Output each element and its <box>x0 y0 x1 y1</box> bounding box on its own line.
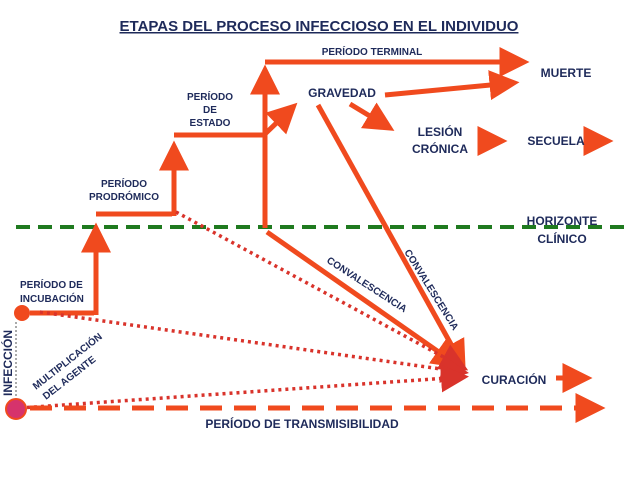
infection-point-icon <box>5 398 27 420</box>
convalescencia-arrow-1 <box>265 229 463 369</box>
diagram-title: ETAPAS DEL PROCESO INFECCIOSO EN EL INDI… <box>120 18 519 35</box>
prodromic-label-2: PRODRÓMICO <box>89 190 159 203</box>
gravedad-label: GRAVEDAD <box>308 86 376 100</box>
muerte-label: MUERTE <box>541 66 592 80</box>
to-muerte-arrow <box>384 70 520 101</box>
infection-label: INFECCIÓN <box>0 330 15 396</box>
incubation-label-1: PERÍODO DE <box>20 278 83 291</box>
curacion-label: CURACIÓN <box>482 372 547 387</box>
prodromic-label-1: PERÍODO <box>101 177 147 190</box>
transmissibility-label: PERÍODO DE TRANSMISIBILIDAD <box>205 416 399 431</box>
convalescencia-arrow-2 <box>315 103 466 371</box>
to-lesion-arrow <box>348 101 395 131</box>
incubation-start-dot <box>14 305 30 321</box>
convalescencia-label-1: CONVALESCENCIA <box>324 255 408 315</box>
state-label-1: PERÍODO <box>187 90 233 103</box>
to-gravedad-arrow <box>263 102 298 136</box>
incubation-label-2: INCUBACIÓN <box>20 292 84 305</box>
state-label-2: DE <box>203 105 217 116</box>
horizon-label-1: HORIZONTE <box>527 214 598 228</box>
incubation-to-curacion-dotted <box>39 310 469 383</box>
convalescencia-label-2: CONVALESCENCIA <box>401 248 460 333</box>
prodromic-to-curacion-dotted <box>175 210 469 371</box>
state-label-3: ESTADO <box>190 118 231 129</box>
lesion-label-1: LESIÓN <box>418 124 463 139</box>
secuela-label: SECUELA <box>527 134 585 148</box>
lesion-label-2: CRÓNICA <box>412 141 468 156</box>
terminal-period-label: PERÍODO TERMINAL <box>322 45 423 58</box>
infection-to-curacion-dotted <box>19 364 469 410</box>
horizon-label-2: CLÍNICO <box>537 231 586 246</box>
